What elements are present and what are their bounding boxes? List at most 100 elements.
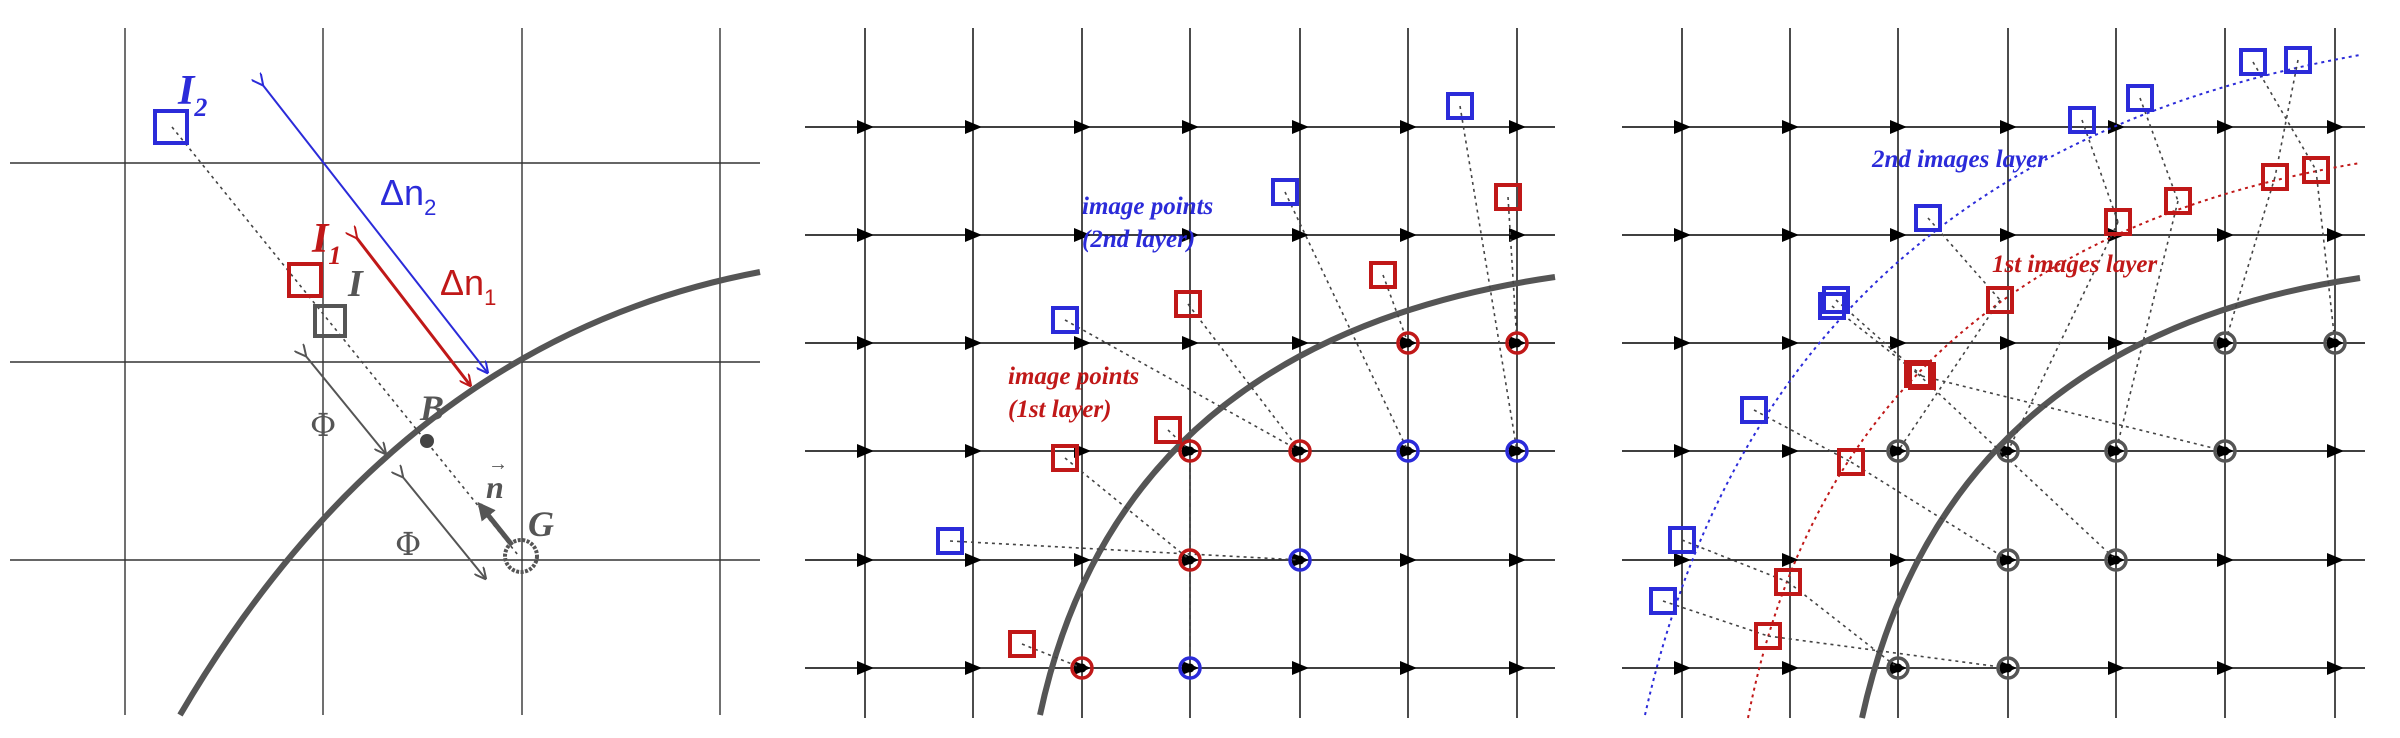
ghost-point-center (1185, 663, 1195, 673)
projection-line (1064, 457, 1191, 561)
grid-node-triangle (1074, 553, 1091, 567)
label-G: G (528, 504, 554, 544)
grid-node-triangle (2000, 228, 2017, 242)
projection-line (1767, 635, 2009, 669)
grid-node-triangle (1674, 444, 1691, 458)
grid-node-triangle (1674, 661, 1691, 675)
grid-node-triangle (2327, 228, 2344, 242)
ghost-point-circle (1996, 439, 2020, 463)
ghost-point-center (1403, 338, 1413, 348)
ghost-point-circle (1886, 656, 1910, 680)
grid-node-triangle (857, 444, 874, 458)
grid-node-triangle (1292, 228, 1309, 242)
grid-node-triangle (1182, 228, 1199, 242)
layer-curve-2nd (1644, 54, 2361, 716)
ghost-point-center (1185, 446, 1195, 456)
grid-node-triangle (965, 661, 982, 675)
image-point-square (2068, 106, 2096, 134)
image-point-square (1369, 261, 1397, 289)
ghost-point-center (2111, 555, 2121, 565)
grid-node-triangle (1890, 120, 1907, 134)
boundary-curve (177, 269, 761, 717)
panel-left: I2 I1 I B G n → Δn2 Δn1 Φ Φ (10, 28, 761, 717)
ghost-point-center (1295, 555, 1305, 565)
label-image-points-2nd-line2: (2nd layer) (1082, 226, 1195, 253)
label-image-points-1st-line1: image points (1008, 363, 1139, 390)
image-point-square (1174, 290, 1202, 318)
grid-node-triangle (2327, 553, 2344, 567)
grid-node-triangle (1509, 120, 1526, 134)
grid-node-triangle (1509, 553, 1526, 567)
ghost-point-center (1893, 446, 1903, 456)
ghost-point-center (2220, 338, 2230, 348)
grid-node-triangle (2108, 661, 2125, 675)
image-point-square (1914, 204, 1942, 232)
projection-line (1753, 409, 1852, 463)
image-point-square (1051, 306, 1079, 334)
ghost-point-center (2330, 338, 2340, 348)
ghost-point-circle (1396, 331, 1420, 355)
projection-line (2007, 221, 2119, 452)
projection-line (1897, 299, 2001, 452)
grid-node-triangle (1782, 553, 1799, 567)
grid-node-triangle (1782, 228, 1799, 242)
normal-vector-arrow (477, 501, 514, 547)
projection-line (1382, 274, 1409, 344)
grid-node-triangle (2217, 228, 2234, 242)
grid-node-triangle (2000, 336, 2017, 350)
ghost-point-center (1512, 338, 1522, 348)
image-point-square (1818, 292, 1846, 320)
grid-node-triangle (2108, 120, 2125, 134)
grid-node-triangle (2217, 661, 2234, 675)
image-point-square (1446, 92, 1474, 120)
grid-node-triangle (857, 120, 874, 134)
grid-node-triangle (1782, 120, 1799, 134)
projection-line (1187, 303, 1301, 452)
label-phi-lower: Φ (395, 525, 421, 563)
grid-node-triangle (965, 553, 982, 567)
ghost-point-circle (1070, 656, 1094, 680)
image-point-square (1822, 286, 1850, 314)
projection-line (2115, 200, 2179, 452)
projection-line (1284, 191, 1409, 452)
grid-node-triangle (1509, 228, 1526, 242)
ghost-point-center (2003, 663, 2013, 673)
projection-line (1507, 196, 1518, 344)
projection-line (1921, 375, 2226, 452)
grid-lines (10, 28, 760, 715)
ghost-point-center (1295, 446, 1305, 456)
label-image-points-1st-line2: (1st layer) (1008, 396, 1111, 423)
ghost-point-center (2111, 446, 2121, 456)
image-point-square (1986, 286, 2014, 314)
grid-node-triangle (1292, 120, 1309, 134)
panel-middle: image points (2nd layer) image points (1… (805, 28, 1556, 718)
grid-node-triangle (1782, 444, 1799, 458)
grid-node-triangle (1292, 661, 1309, 675)
point-markers (936, 92, 1529, 680)
grid-node-triangle (1074, 336, 1091, 350)
grid-node-triangle (857, 661, 874, 675)
ghost-point-circle (2213, 439, 2237, 463)
grid-node-triangle (1400, 661, 1417, 675)
image-point-square (1668, 526, 1696, 554)
projection-line (1850, 461, 2009, 561)
image-point-square (2104, 208, 2132, 236)
label-delta-n2: Δn2 (380, 172, 436, 220)
image-point-square (1774, 568, 1802, 596)
grid-node-triangle (1400, 553, 1417, 567)
layer-curve-1st (1747, 162, 2361, 719)
projection-line (1662, 600, 1769, 637)
image-point-square (1754, 622, 1782, 650)
grid-node-triangle (1782, 661, 1799, 675)
ghost-point-G (503, 538, 539, 574)
image-point-square (2126, 84, 2154, 112)
grid-node-triangle (2108, 336, 2125, 350)
grid-node-triangle (965, 336, 982, 350)
image-point-square (1494, 183, 1522, 211)
image-point-square (1008, 630, 1036, 658)
grid-node-triangle (1074, 228, 1091, 242)
phi-arrow-upper (305, 355, 385, 453)
delta-n1-arrow (356, 237, 470, 385)
grid-node-triangle (2217, 120, 2234, 134)
